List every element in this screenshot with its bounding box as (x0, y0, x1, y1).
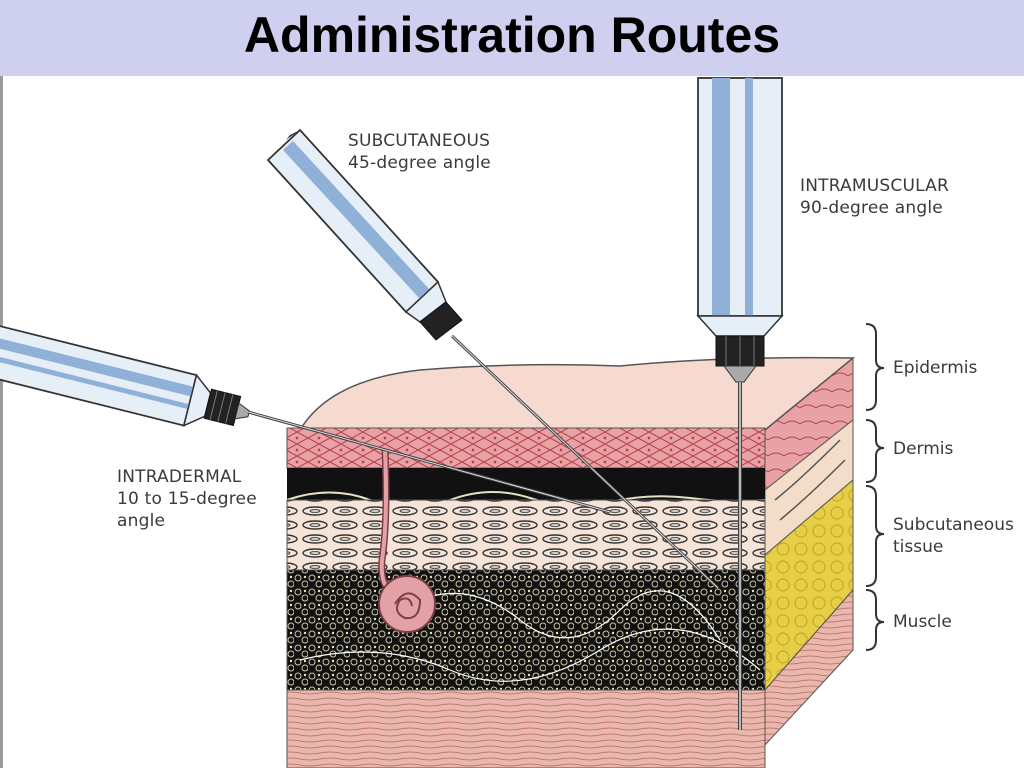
subcutaneous-tissue-label-line1: Subcutaneous (893, 515, 1014, 535)
subcutaneous-tissue-label: Subcutaneous tissue (893, 514, 1014, 558)
dermis-label: Dermis (893, 439, 954, 459)
layer-braces (865, 323, 885, 651)
slide-title: Administration Routes (243, 7, 781, 63)
intramuscular-route-name: INTRAMUSCULAR (800, 176, 949, 196)
tissue-front-face (286, 427, 766, 768)
subcutaneous-route-name: SUBCUTANEOUS (348, 131, 491, 151)
intramuscular-route-label: INTRAMUSCULAR 90-degree angle (800, 175, 949, 219)
sweat-gland (378, 449, 436, 633)
subcutaneous-route-label: SUBCUTANEOUS 45-degree angle (348, 130, 491, 174)
skin-surface (298, 356, 856, 431)
intradermal-route-angle-line2: angle (117, 511, 166, 531)
slide-left-edge (0, 76, 3, 768)
epidermis-label: Epidermis (893, 358, 978, 378)
muscle-label: Muscle (893, 612, 952, 632)
intradermal-route-angle-line1: 10 to 15-degree (117, 489, 257, 509)
intradermal-route-label: INTRADERMAL 10 to 15-degree angle (117, 466, 257, 532)
title-bar (0, 0, 1024, 76)
intradermal-syringe (0, 323, 611, 514)
subcutaneous-syringe (266, 128, 720, 590)
subcutaneous-tissue-label-line2: tissue (893, 537, 944, 557)
intradermal-route-name: INTRADERMAL (117, 467, 242, 487)
intramuscular-route-angle: 90-degree angle (800, 198, 943, 218)
subcutaneous-route-angle: 45-degree angle (348, 153, 491, 173)
intramuscular-syringe (696, 77, 784, 730)
